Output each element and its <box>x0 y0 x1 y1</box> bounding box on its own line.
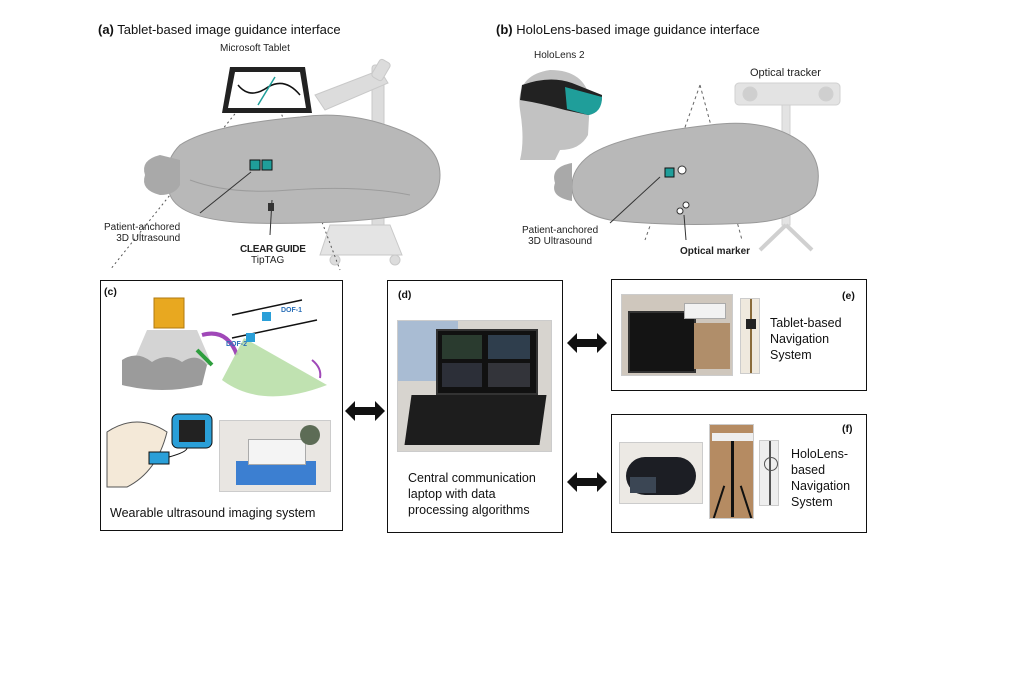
laptop-photo <box>397 320 552 452</box>
laptop-screen <box>436 329 538 395</box>
tablet-label: Microsoft Tablet <box>220 43 290 54</box>
dof-joint-1 <box>262 312 271 321</box>
arrow-d-e <box>567 333 607 353</box>
optical-tracker-photo <box>709 424 754 519</box>
ultrasound-marker-b <box>664 167 675 178</box>
panel-c-illustration <box>122 297 327 397</box>
patient-torso <box>166 114 441 224</box>
panel-b-title: (b) HoloLens-based image guidance interf… <box>496 22 760 37</box>
arrow-d-f <box>567 472 607 492</box>
laptop-keyboard <box>404 395 547 445</box>
tracked-needle-photo <box>740 298 760 374</box>
panel-b-tag: (b) <box>496 22 513 37</box>
ultrasound-probe <box>153 297 185 329</box>
optical-marker-photo <box>759 440 779 506</box>
arrow-c-d <box>345 401 385 421</box>
user-head <box>519 70 602 160</box>
optical-marker-sphere <box>677 165 687 175</box>
clear-guide-logo: CLEAR GUIDE <box>240 244 306 255</box>
wearable-photo <box>219 420 331 492</box>
ultrasound-marker <box>249 159 261 171</box>
hololens-label: HoloLens 2 <box>534 50 585 61</box>
panel-a-illustration <box>109 58 441 271</box>
dof1-label: DOF-1 <box>281 307 302 314</box>
tablet-setup-photo <box>621 294 733 376</box>
spine-model <box>122 355 207 390</box>
optical-marker-label: Optical marker <box>680 246 751 257</box>
wearable-cartoon <box>106 413 213 488</box>
panel-f-caption: HoloLens- based Navigation System <box>791 447 851 509</box>
tracker-label: Optical tracker <box>750 67 821 79</box>
panel-b-probe-label: Patient-anchored 3D Ultrasound <box>522 225 599 247</box>
patient-torso-b <box>571 122 819 225</box>
hololens-photo <box>619 442 703 504</box>
panel-a-title-text: Tablet-based image guidance interface <box>117 22 341 37</box>
panel-c-caption: Wearable ultrasound imaging system <box>110 506 316 520</box>
imaging-sector <box>222 338 327 397</box>
dof2-label: DOF-2 <box>226 341 247 348</box>
panel-b-illustration <box>519 70 841 252</box>
panel-f-tag: (f) <box>842 423 853 435</box>
panel-e-caption: Tablet-based Navigation System <box>770 316 842 362</box>
tiptag-marker <box>268 203 274 211</box>
panel-e-tag: (e) <box>842 290 855 302</box>
panel-d-caption: Central communication laptop with data p… <box>408 471 536 517</box>
panel-d-tag: (d) <box>398 289 412 301</box>
panel-a-title: (a) Tablet-based image guidance interfac… <box>98 22 341 37</box>
microsoft-tablet <box>222 67 312 113</box>
panel-a-probe-label: Patient-anchored 3D Ultrasound <box>104 222 181 244</box>
tiptag-label: TipTAG <box>251 255 285 266</box>
panel-c-tag: (c) <box>104 286 117 298</box>
panel-b-title-text: HoloLens-based image guidance interface <box>516 22 760 37</box>
panel-a-tag: (a) <box>98 22 114 37</box>
